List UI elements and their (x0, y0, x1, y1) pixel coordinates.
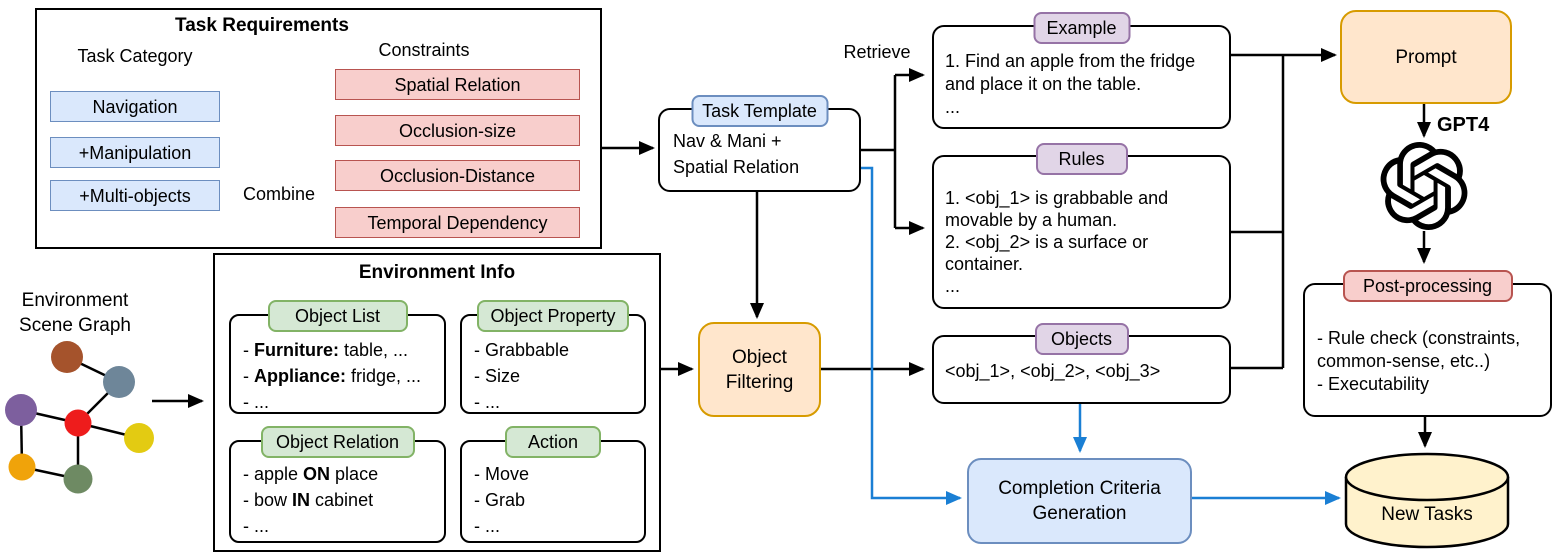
object-property-line: - Grabbable (474, 340, 570, 360)
category-chip-multi-objects: +Multi-objects (50, 180, 220, 211)
objects-line: <obj_1>, <obj_2>, <obj_3> (945, 361, 1161, 381)
rules-line: 2. <obj_2> is a surface or (945, 232, 1149, 252)
new-tasks-label: New Tasks (1381, 504, 1473, 525)
constraint-chip-occl-dist: Occlusion-Distance (335, 160, 580, 191)
objects-tab: Objects (1034, 323, 1129, 355)
graph-node (63, 464, 93, 494)
object-list-line: - Appliance: fridge, ... (243, 366, 422, 386)
action-panel: Action - Move - Grab - ... (460, 426, 646, 543)
rules-line: container. (945, 254, 1024, 274)
completion-criteria-line1: Completion Criteria (998, 478, 1161, 499)
rules-box: Rules 1. <obj_1> is grabbable and movabl… (932, 143, 1231, 309)
graph-node (64, 409, 92, 437)
object-relation-line: - ... (243, 516, 269, 536)
environment-info-title: Environment Info (358, 262, 516, 283)
blue-connectors (857, 166, 1341, 505)
object-list-line: - Furniture: table, ... (243, 340, 409, 360)
constraint-chip-occl-size: Occlusion-size (335, 115, 580, 146)
combine-label: Combine (242, 184, 316, 204)
rules-line: 1. <obj_1> is grabbable and (945, 188, 1169, 208)
example-tab: Example (1033, 12, 1130, 44)
scene-graph-nodes (5, 341, 154, 494)
graph-node (8, 453, 36, 481)
object-filtering-line1: Object (732, 346, 787, 368)
objects-box: Objects <obj_1>, <obj_2>, <obj_3> (932, 323, 1231, 404)
rules-tab: Rules (1035, 143, 1128, 175)
object-property-panel: Object Property - Grabbable - Size - ... (460, 300, 646, 414)
post-processing-line: common-sense, etc..) (1317, 351, 1491, 371)
task-template-tab: Task Template (691, 95, 828, 127)
prompt-box: Prompt (1340, 10, 1512, 104)
task-template-box: Task Template Nav & Mani + Spatial Relat… (658, 95, 861, 192)
task-template-line1: Nav & Mani + (673, 131, 782, 151)
object-property-line: - Size (474, 366, 521, 386)
example-line: and place it on the table. (945, 74, 1142, 94)
action-tab: Action (505, 426, 601, 458)
scene-graph-label: Environment Scene Graph (5, 288, 145, 338)
graph-node (124, 423, 154, 453)
object-list-line: - ... (243, 392, 269, 412)
environment-info-group: Environment Info Object List - Furniture… (213, 253, 661, 552)
example-line: 1. Find an apple from the fridge (945, 51, 1196, 71)
openai-logo-icon (1380, 142, 1468, 231)
task-requirements-title: Task Requirements (175, 15, 349, 36)
constraint-chip-spatial: Spatial Relation (335, 69, 580, 100)
object-list-tab: Object List (267, 300, 408, 332)
action-line: - Move (474, 464, 530, 484)
constraints-label: Constraints (378, 40, 470, 60)
graph-node (51, 341, 83, 373)
action-line: - ... (474, 516, 500, 536)
graph-node (103, 366, 135, 398)
post-processing-line: - Rule check (constraints, (1317, 328, 1521, 348)
prompt-label: Prompt (1395, 46, 1457, 68)
scene-graph-label-line1: Environment (21, 290, 129, 311)
action-line: - Grab (474, 490, 526, 510)
object-filtering-line2: Filtering (725, 371, 794, 393)
example-box: Example 1. Find an apple from the fridge… (932, 12, 1231, 129)
category-chip-navigation: Navigation (50, 91, 220, 122)
object-property-line: - ... (474, 392, 500, 412)
object-relation-tab: Object Relation (260, 426, 415, 458)
completion-criteria-box: Completion Criteria Generation (967, 458, 1192, 544)
scene-graph-label-line2: Scene Graph (19, 315, 131, 336)
object-property-tab: Object Property (477, 300, 629, 332)
post-processing-line: - Executability (1317, 374, 1430, 394)
object-relation-panel: Object Relation - apple ON place - bow I… (229, 426, 446, 543)
rules-line: ... (945, 276, 961, 296)
post-processing-box: Post-processing - Rule check (constraint… (1303, 270, 1552, 417)
rules-line: movable by a human. (945, 210, 1118, 230)
object-filtering-box: Object Filtering (698, 322, 821, 417)
completion-criteria-line2: Generation (1032, 503, 1127, 524)
graph-node (5, 394, 37, 426)
object-relation-line: - bow IN cabinet (243, 490, 374, 510)
object-relation-line: - apple ON place (243, 464, 379, 484)
database-cylinder-icon (1344, 452, 1510, 549)
black-connectors (152, 48, 1432, 448)
task-requirements-group: Task Requirements Task Category Navigati… (35, 8, 602, 249)
task-category-label: Task Category (77, 46, 193, 66)
gpt4-label: GPT4 (1437, 114, 1490, 136)
post-processing-tab: Post-processing (1342, 270, 1513, 302)
category-chip-manipulation: +Manipulation (50, 137, 220, 168)
object-list-panel: Object List - Furniture: table, ... - Ap… (229, 300, 446, 414)
retrieve-label: Retrieve (843, 42, 911, 62)
constraint-chip-temporal: Temporal Dependency (335, 207, 580, 238)
task-template-line2: Spatial Relation (673, 157, 800, 177)
example-line: ... (945, 97, 961, 117)
